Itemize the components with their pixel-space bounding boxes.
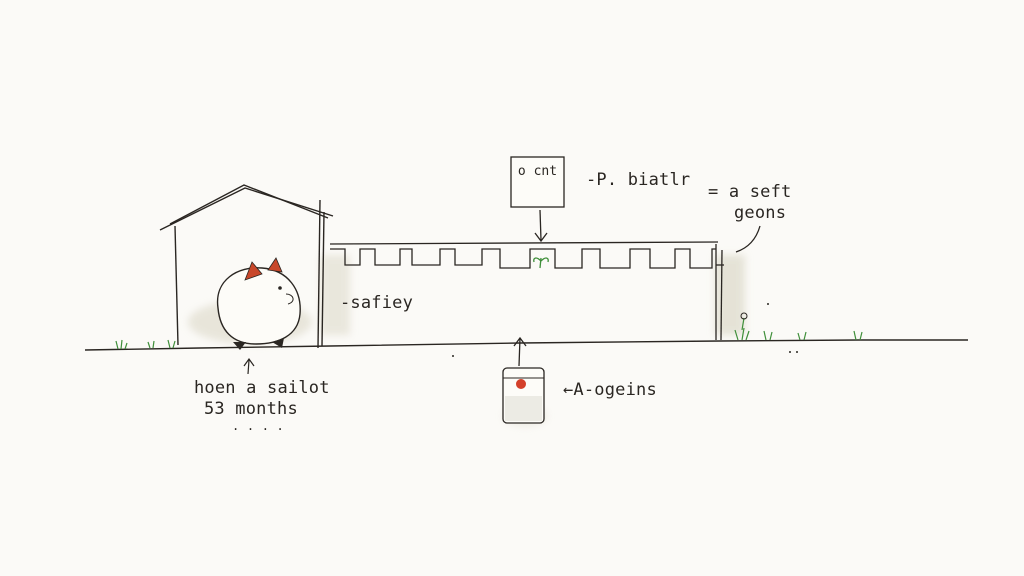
jar-icon (502, 367, 545, 424)
arrow-up-small-icon (243, 357, 255, 375)
jar-note-label: ←A-ogeins (563, 380, 657, 400)
sprout-icon (533, 257, 549, 269)
right-note-label-2: geons (734, 203, 787, 223)
label-box (510, 156, 565, 208)
box-text: o cnt (517, 164, 558, 179)
arrow-up-icon (513, 336, 527, 367)
chicken-icon (216, 257, 301, 350)
wall-note-label: -safiey (340, 293, 414, 313)
ground-line (84, 339, 968, 351)
grass-tufts (115, 327, 863, 350)
flower-icon (740, 312, 748, 331)
arrow-down-icon (534, 209, 548, 243)
right-note-label-1: = a seft (708, 182, 792, 202)
caption-line-1: hoen a sailot (194, 378, 330, 398)
caption-line-2: 53 months (204, 399, 298, 419)
caption-line-3: . . . . (232, 419, 284, 433)
house-icon (159, 184, 334, 349)
box-note-label: -P. biatlr (586, 170, 691, 190)
ink-dots (452, 303, 798, 357)
curved-arrow-icon (735, 225, 761, 253)
crenellated-wall (329, 241, 724, 341)
